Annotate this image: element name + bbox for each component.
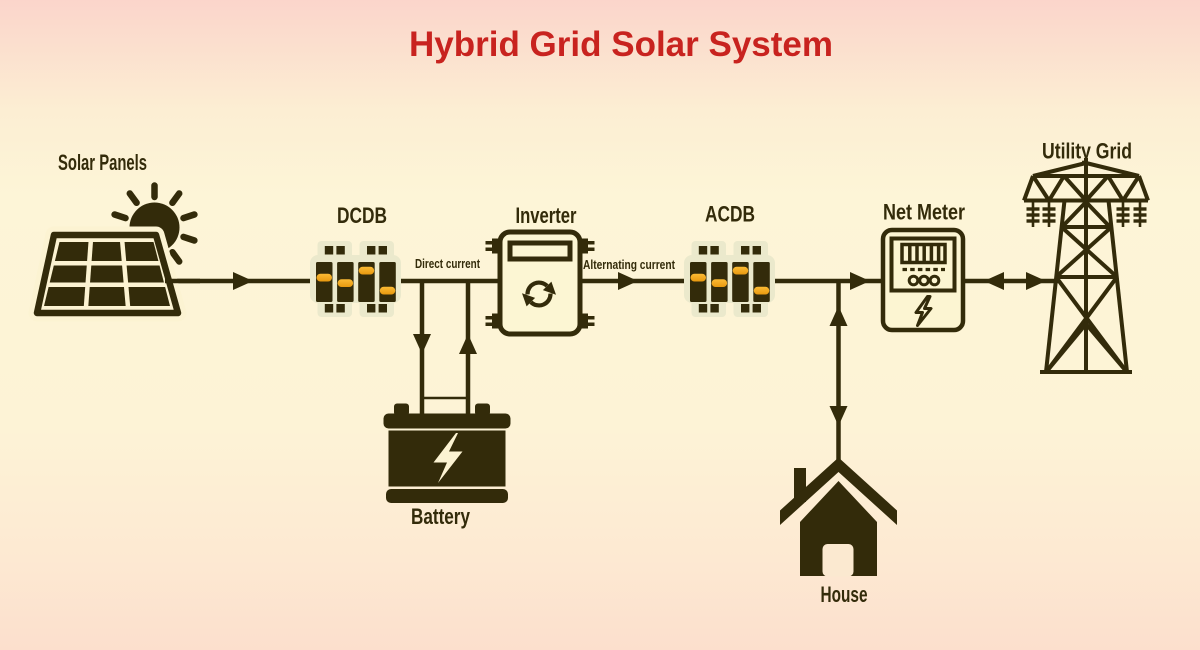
- svg-text:House: House: [821, 582, 868, 607]
- svg-text:Battery: Battery: [411, 504, 471, 529]
- svg-text:Inverter: Inverter: [516, 203, 577, 228]
- svg-text:Alternating current: Alternating current: [583, 258, 676, 272]
- svg-text:Solar Panels: Solar Panels: [58, 150, 147, 175]
- svg-text:DCDB: DCDB: [337, 203, 387, 228]
- svg-text:Net Meter: Net Meter: [883, 200, 965, 225]
- svg-text:ACDB: ACDB: [705, 202, 755, 227]
- svg-text:Direct current: Direct current: [415, 257, 481, 271]
- svg-text:Utility Grid: Utility Grid: [1042, 139, 1132, 164]
- svg-text:Hybrid Grid Solar System: Hybrid Grid Solar System: [409, 25, 833, 64]
